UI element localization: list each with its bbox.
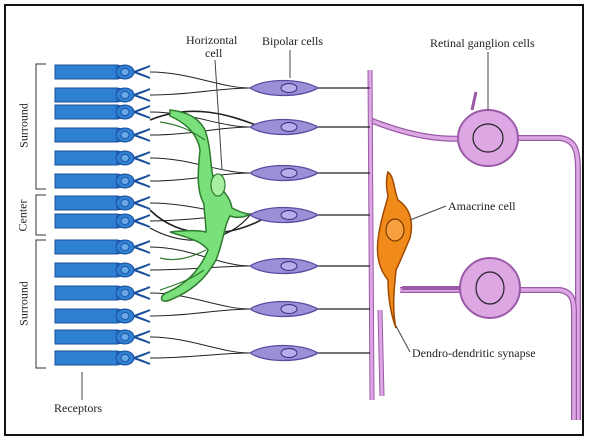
receptor-4 [55,128,150,142]
surround-top-label: Surround [17,96,32,156]
horizontal-process [150,111,262,127]
receptor-13 [55,330,150,344]
receptor-5 [55,151,150,165]
receptor-8 [55,214,150,228]
receptor-6 [55,174,150,188]
center-label: Center [16,191,31,241]
receptor-bipolar-wire [150,88,250,95]
receptor-bipolar-wire [150,72,250,88]
bipolar-cell-2 [250,120,318,135]
horizontal-cell-label-line2: cell [205,47,222,60]
bipolar-cell-1 [250,81,318,96]
receptor-bipolar-wire [150,353,250,358]
receptor-10 [55,263,150,277]
receptor-12 [55,309,150,323]
receptor-1 [55,65,150,79]
amacrine-cell [377,172,411,328]
dendro-dendritic-synapse-label: Dendro-dendritic synapse [412,347,536,360]
receptor-bipolar-wire [150,309,250,316]
bipolar-cell-4 [250,208,318,223]
receptor-11 [55,286,150,300]
receptor-7 [55,196,150,210]
brackets [36,64,46,368]
receptor-3 [55,105,150,119]
retinal-ganglion-cells-label: Retinal ganglion cells [430,37,535,50]
horizontal-cell [160,110,250,301]
amacrine-cell-label: Amacrine cell [448,200,516,213]
ganglion-cell-bottom [402,258,520,318]
receptor-bipolar-wire [150,337,250,353]
bipolar-cell-7 [250,346,318,361]
bipolar-cell-5 [250,259,318,274]
bipolar-cells-label: Bipolar cells [262,35,323,48]
bipolar-axon-lines [318,88,370,353]
receptor-14 [55,351,150,365]
bipolar-cell-3 [250,166,318,181]
receptor-9 [55,240,150,254]
receptor-2 [55,88,150,102]
receptors-label: Receptors [54,402,102,415]
surround-bottom-label: Surround [17,274,32,334]
receptor-bipolar-wire [150,247,250,266]
receptor-array [55,65,150,365]
bipolar-cell-6 [250,302,318,317]
